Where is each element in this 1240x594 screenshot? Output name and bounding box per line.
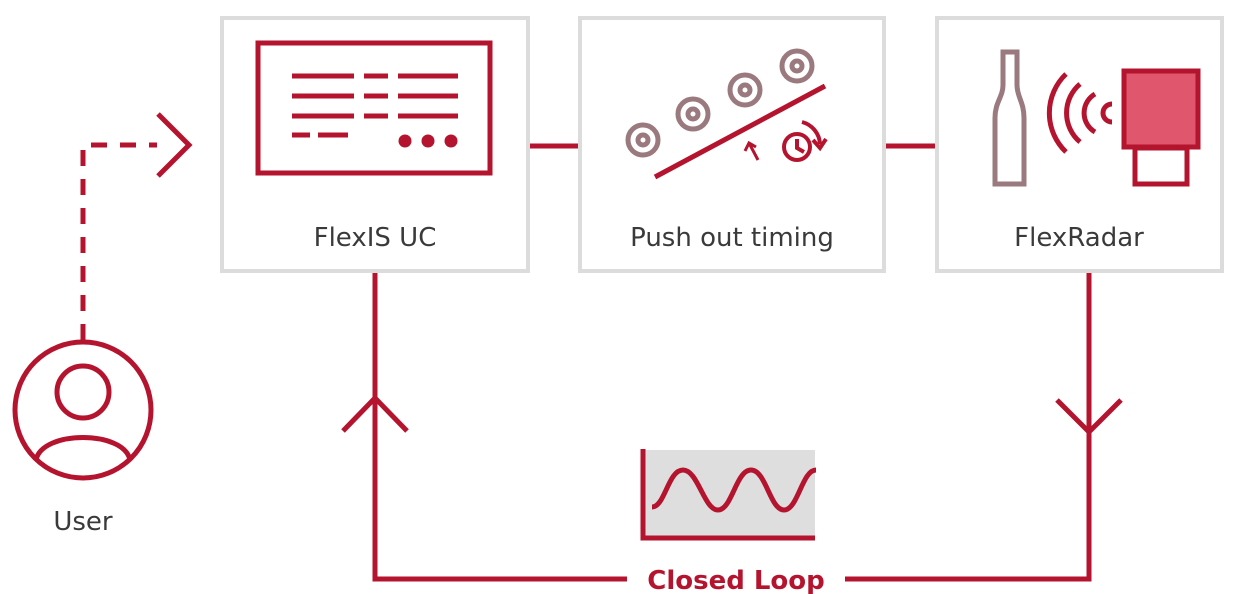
user-avatar-icon [12, 339, 154, 481]
node-box [220, 16, 530, 273]
closed-loop-label: Closed Loop [647, 566, 825, 594]
connectors [341, 143, 1123, 582]
dashed-link [80, 142, 157, 340]
sensor-icon [1121, 68, 1201, 150]
node-flexradar: FlexRadar [935, 16, 1224, 273]
node-flexis-uc: FlexIS UC [220, 16, 530, 273]
arrow-right-icon [156, 112, 193, 178]
timer-icon [782, 120, 828, 162]
radar-waves-icon [1046, 72, 1113, 154]
bottle-icon [992, 49, 1027, 187]
node-label-flexradar: FlexRadar [1014, 223, 1144, 253]
arrow-down-icon [1055, 398, 1123, 436]
bottle-radar-sensor-icon [992, 49, 1201, 187]
user-label: User [53, 507, 113, 537]
node-push-out-timing: Push out timing [578, 16, 886, 273]
user-connector [80, 112, 193, 340]
node-label-push-out-timing: Push out timing [630, 223, 834, 253]
user-node: User [12, 339, 154, 537]
arrow-up-icon [341, 394, 409, 433]
loop-return-line-left [372, 271, 627, 582]
node-label-flexis-uc: FlexIS UC [314, 223, 437, 253]
sensor-base [1132, 145, 1190, 187]
monitor-console-icon [255, 40, 493, 176]
loop-line-right [845, 271, 1092, 582]
waveform-chart-icon [640, 449, 817, 541]
conveyor-rollers-timer-icon [625, 48, 828, 180]
